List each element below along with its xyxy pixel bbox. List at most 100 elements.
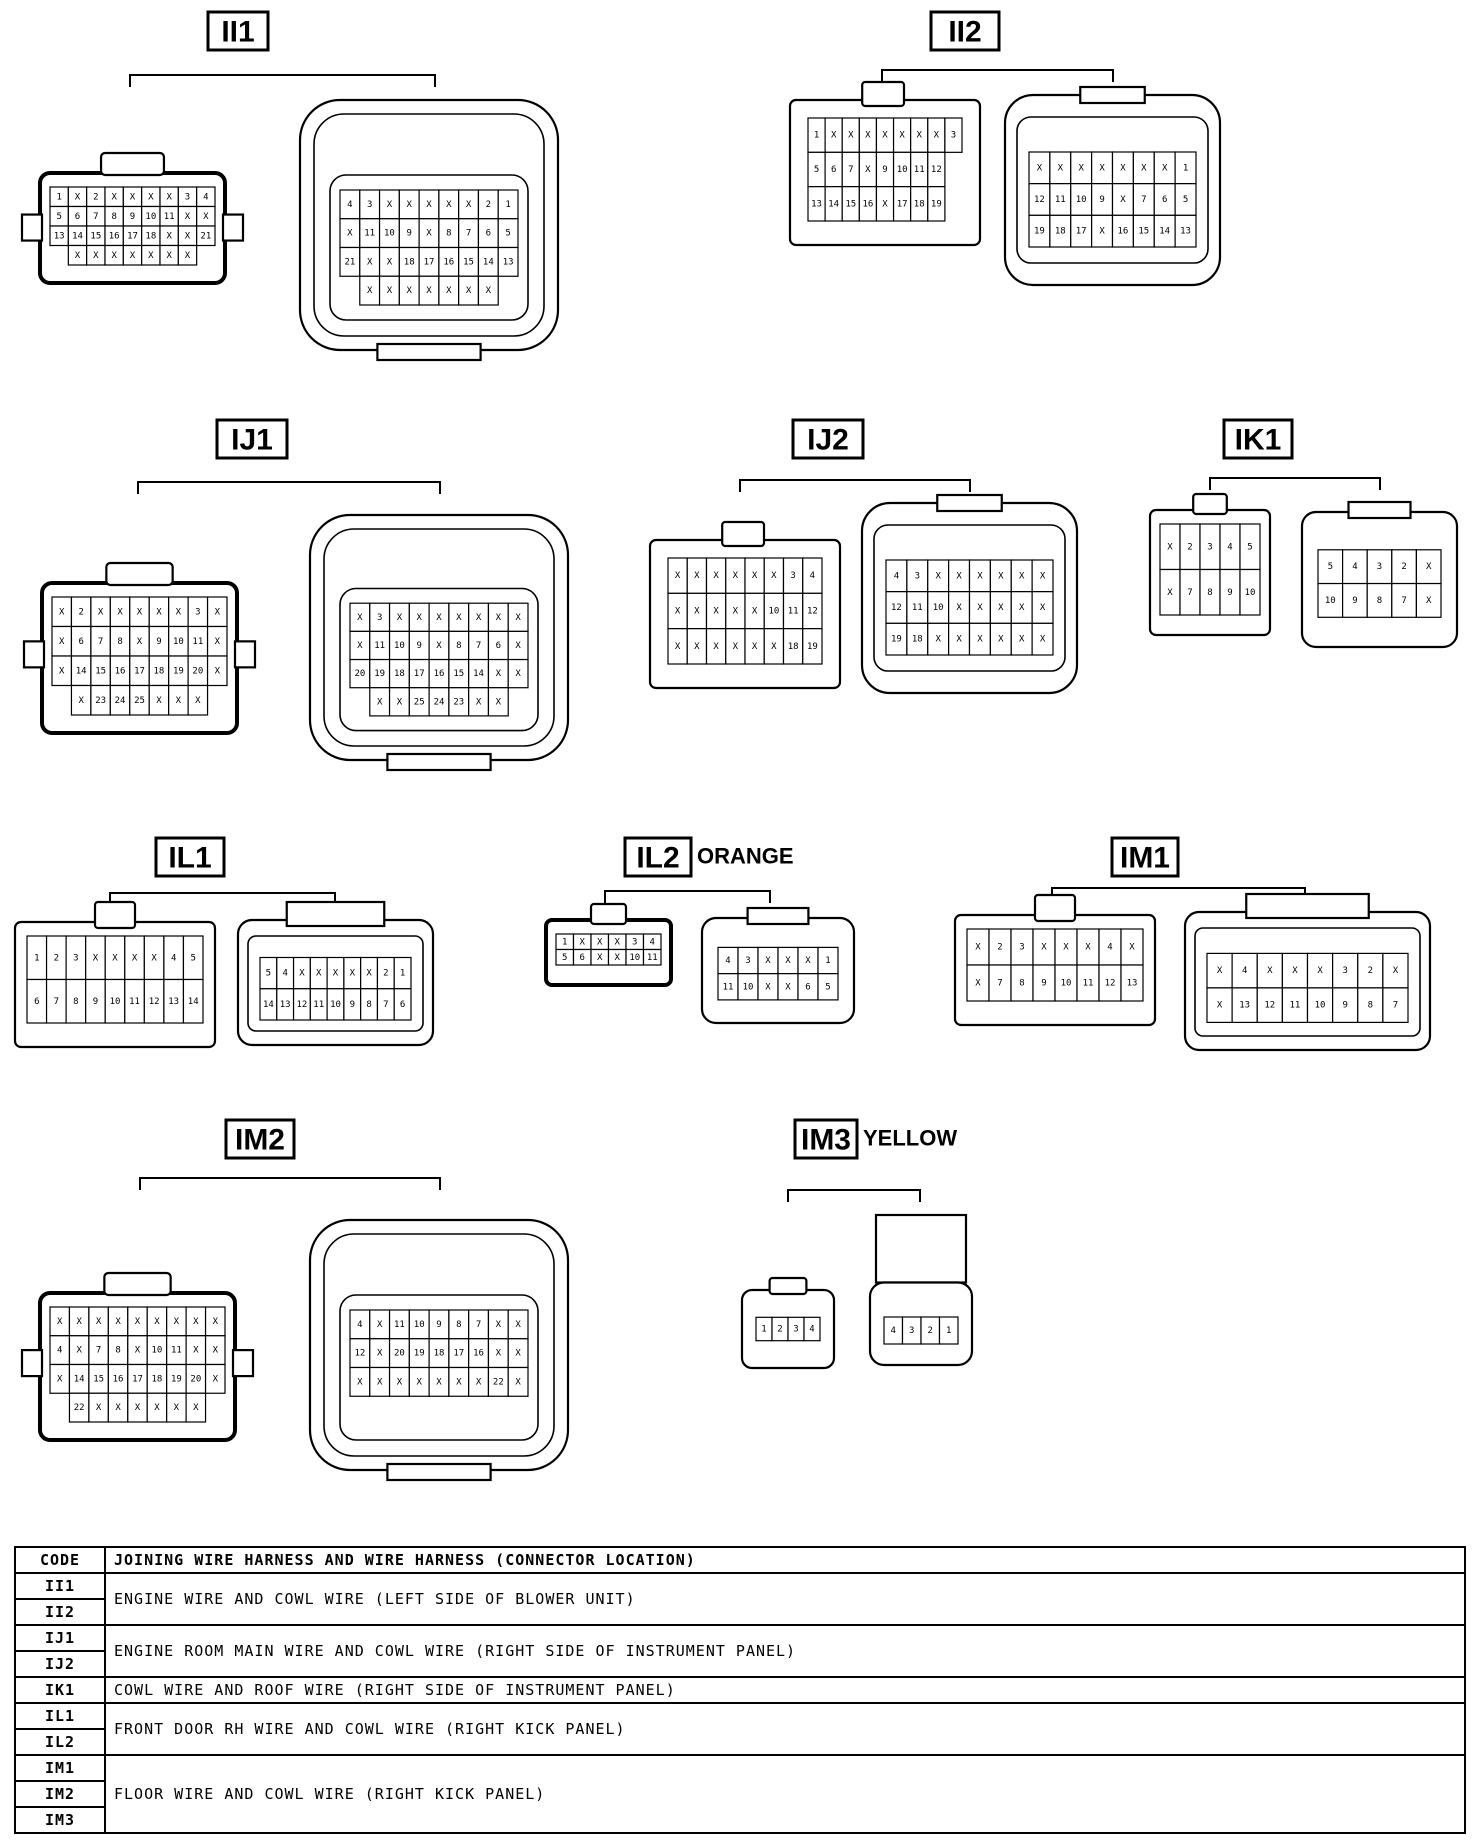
im2-male-pin-label: 11 bbox=[394, 1320, 405, 1330]
ii2-female-pin-label: 19 bbox=[931, 199, 942, 209]
ii1-male-pin-label: 17 bbox=[424, 257, 435, 267]
legend-row: IJ2 bbox=[14, 1650, 1465, 1678]
ii2-female-pin-label: 6 bbox=[831, 165, 836, 175]
im2-male-bottom-foot bbox=[386, 1462, 492, 1482]
ij2-male-pin-label: X bbox=[998, 571, 1004, 581]
im2-female-pin-label: X bbox=[115, 1403, 121, 1413]
ij1-male-pin-label: 9 bbox=[417, 641, 422, 651]
il2-female-pin-label: 1 bbox=[562, 937, 567, 947]
ij2-female-pin-label: 12 bbox=[807, 607, 818, 617]
im2-male-pin-label: X bbox=[476, 1377, 482, 1387]
im1-female-pin-label: X bbox=[1129, 943, 1135, 953]
ii2-female-pin-label: X bbox=[882, 131, 888, 141]
ij1-male-pin-label: X bbox=[515, 613, 521, 623]
im2-female-pin-label: 14 bbox=[74, 1374, 85, 1384]
legend-desc: ENGINE WIRE AND COWL WIRE (LEFT SIDE OF … bbox=[104, 1572, 1466, 1626]
ii2-male-pin-label: 11 bbox=[1055, 195, 1066, 205]
ij1-female-cavity bbox=[187, 684, 209, 716]
ij2-male-pin-label: X bbox=[1040, 603, 1046, 613]
ii1-male-pin-label: 8 bbox=[446, 229, 451, 239]
ij1-female-pin-label: X bbox=[176, 607, 182, 617]
ii1-male-pin-label: X bbox=[387, 200, 393, 210]
il2-male-pin-label: X bbox=[765, 956, 771, 966]
legend-code-ij1: IJ1 bbox=[14, 1624, 106, 1652]
ii1-female-pin-label: X bbox=[166, 231, 172, 241]
legend-desc: FLOOR WIRE AND COWL WIRE (RIGHT KICK PAN… bbox=[104, 1754, 1466, 1834]
connector-code-box-ii1 bbox=[206, 10, 270, 52]
ij2-female-pin-label: X bbox=[694, 571, 700, 581]
ii1-male-pin-label: 1 bbox=[505, 200, 510, 210]
ij2-female-pin-label: X bbox=[752, 642, 758, 652]
ii2-male-pin-label: 13 bbox=[1180, 227, 1191, 237]
ii2-female-pin-label: 11 bbox=[914, 165, 925, 175]
im3-female-pin-label: 4 bbox=[809, 1325, 814, 1335]
ii2-male-pin-label: X bbox=[1120, 163, 1126, 173]
pair-bracket-ii2 bbox=[881, 69, 1114, 82]
im1-male-cavity bbox=[1382, 987, 1409, 1024]
ik1-male-cavity bbox=[1415, 582, 1442, 618]
ii2-female-pin-label: 15 bbox=[845, 199, 856, 209]
ii1-male-pin-label: 14 bbox=[483, 257, 494, 267]
ik1-male-pin-label: X bbox=[1426, 562, 1432, 572]
ii2-female-pin-label: X bbox=[917, 131, 923, 141]
ii1-female-pin-label: 6 bbox=[75, 212, 80, 222]
im3-female-cavity bbox=[803, 1316, 821, 1342]
ij2-male-pin-label: 11 bbox=[912, 603, 923, 613]
ii2-male-pin-label: 1 bbox=[1183, 163, 1188, 173]
legend-header-desc: JOINING WIRE HARNESS AND WIRE HARNESS (C… bbox=[104, 1546, 1466, 1574]
ik1-male-cavity bbox=[1366, 549, 1393, 585]
ij1-female-pin-label: 25 bbox=[134, 696, 145, 706]
ij1-female-cavity bbox=[206, 655, 228, 687]
im2-male-cavity bbox=[507, 1366, 529, 1397]
ii1-male-pin-label: X bbox=[486, 286, 492, 296]
ii2-female-pin-label: X bbox=[831, 131, 837, 141]
ij1-male-pin-label: X bbox=[496, 613, 502, 623]
im2-female-pin-label: X bbox=[154, 1403, 160, 1413]
ij2-female-lock-tab bbox=[721, 520, 766, 548]
ij1-female-pin-label: 3 bbox=[195, 607, 200, 617]
ii1-female-pin-label: 17 bbox=[127, 231, 138, 241]
ii1-female-pin-label: X bbox=[185, 231, 191, 241]
im2-male-pin-label: 12 bbox=[354, 1349, 365, 1359]
connector-code-ii2: II2 bbox=[948, 16, 981, 49]
ii1-female-pin-label: 1 bbox=[56, 192, 61, 202]
ik1-male-pin-label: 5 bbox=[1328, 562, 1333, 572]
il2-female-pin-label: X bbox=[615, 953, 621, 963]
ij1-male-pin-label: X bbox=[476, 613, 482, 623]
il1-female-pin-label: 1 bbox=[34, 953, 39, 963]
im1-male-cavity bbox=[1281, 987, 1309, 1024]
ij1-male-bottom-foot bbox=[386, 752, 492, 772]
ik1-female-pin-label: 7 bbox=[1187, 588, 1192, 598]
ij2-female-pin-label: 10 bbox=[768, 607, 779, 617]
im1-female-pin-label: 2 bbox=[997, 943, 1002, 953]
im2-female-pin-label: 16 bbox=[113, 1374, 124, 1384]
il1-female-pin-label: X bbox=[151, 953, 157, 963]
im2-male-pin-label: 9 bbox=[436, 1320, 441, 1330]
ii2-male-pin-label: 16 bbox=[1118, 227, 1129, 237]
im1-male-pin-label: X bbox=[1393, 966, 1399, 976]
im2-male-pin-label: X bbox=[436, 1377, 442, 1387]
im1-male-pin-label: 9 bbox=[1342, 1001, 1347, 1011]
im1-male-cavity bbox=[1382, 952, 1409, 989]
il1-female-pin-label: 13 bbox=[168, 997, 179, 1007]
im3-male-pin-label: 1 bbox=[946, 1326, 951, 1336]
ii1-female-pin-label: X bbox=[203, 212, 209, 222]
im1-female-lock-tab bbox=[1033, 893, 1077, 923]
ii1-female-pin-label: X bbox=[130, 192, 136, 202]
im2-male-pin-label: 22 bbox=[493, 1377, 504, 1387]
il1-female-pin-label: 11 bbox=[129, 997, 140, 1007]
ii1-male-pin-label: X bbox=[407, 200, 413, 210]
il1-male-pin-label: 1 bbox=[400, 969, 405, 979]
il1-female-pin-label: X bbox=[93, 953, 99, 963]
ii1-male-pin-label: 15 bbox=[463, 257, 474, 267]
ij1-female-pin-label: X bbox=[137, 637, 143, 647]
ij2-female-pin-label: X bbox=[733, 607, 739, 617]
ii2-male-pin-label: 14 bbox=[1159, 227, 1170, 237]
ii1-male-pin-label: 10 bbox=[384, 229, 395, 239]
ii2-male-cavity bbox=[1174, 214, 1197, 248]
legend-header-code: CODE bbox=[14, 1546, 106, 1574]
im2-female-pin-label: X bbox=[174, 1317, 180, 1327]
